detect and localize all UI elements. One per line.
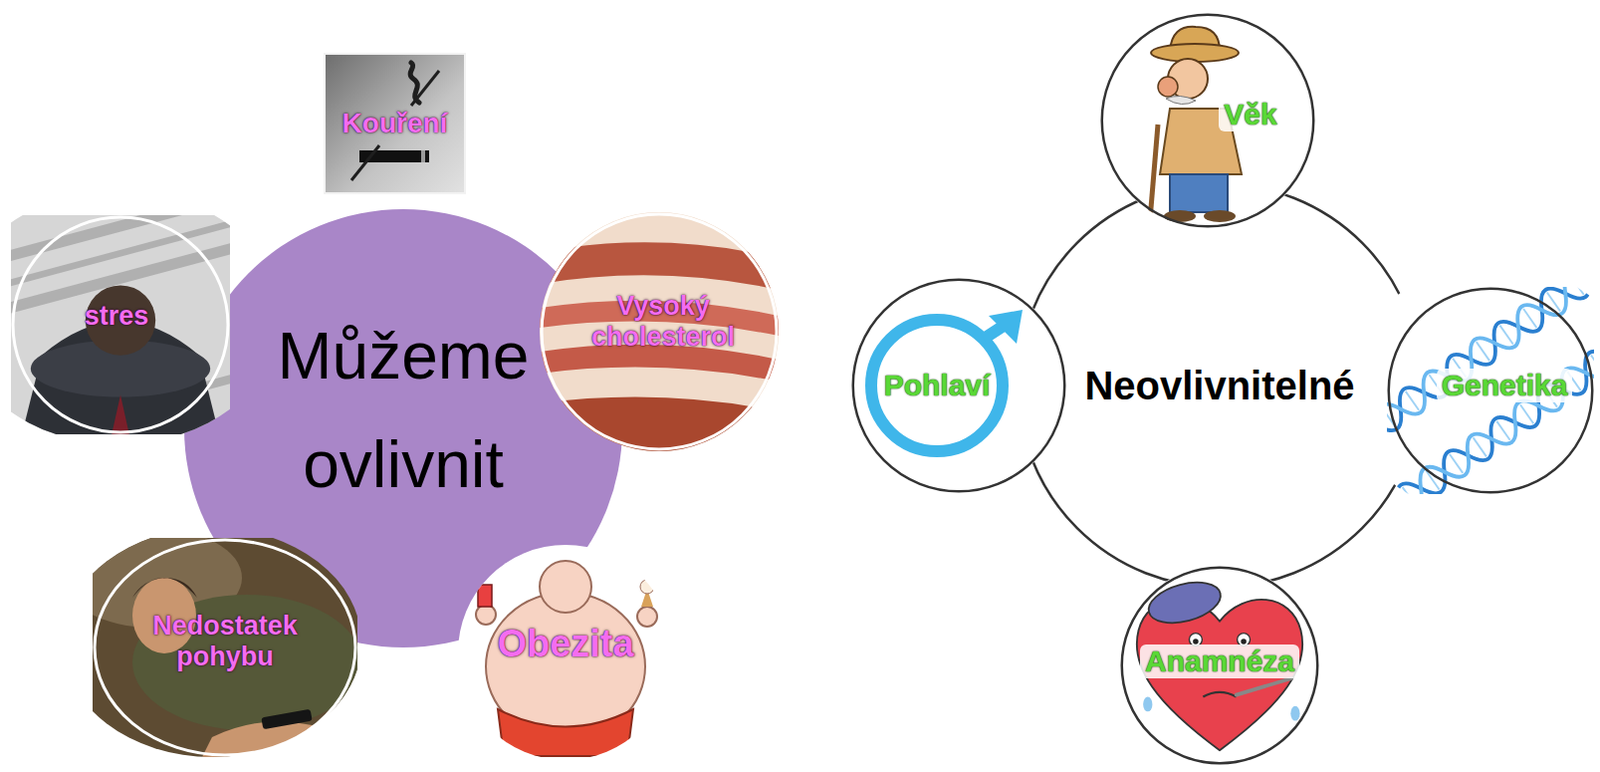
factor-illustration (62, 527, 362, 757)
inactivity-circle: Nedostatek pohybu (92, 537, 358, 757)
stress-circle: stres (10, 215, 230, 435)
cholesterol-circle: Vysoký cholesterol (539, 212, 779, 452)
factor-illustration (324, 53, 465, 194)
factor-illustration (539, 212, 779, 452)
factor-illustration (457, 544, 674, 760)
factor-label: Pohlaví (879, 368, 996, 404)
circle-shape (1018, 184, 1422, 588)
factor-illustration (1345, 264, 1600, 516)
genetics-circle: Genetika (1386, 286, 1595, 494)
factor-label: Kouření (342, 107, 449, 140)
factor-label: Genetika (1436, 368, 1574, 404)
circle-border (94, 539, 356, 755)
factor-illustration (1100, 12, 1316, 229)
obesity-circle: Obezita (457, 544, 674, 760)
circle-border (1102, 14, 1315, 228)
circle-border (853, 279, 1066, 492)
circle-border (1388, 288, 1594, 493)
age-circle: Věk (1100, 12, 1316, 229)
fixed-hub-circle: Neovlivnitelné (1015, 181, 1424, 590)
node-outline (1100, 12, 1316, 229)
factor-illustration (1120, 565, 1320, 765)
factor-label: Nedostatek pohybu (138, 610, 313, 673)
sex-circle: Pohlaví (851, 277, 1067, 493)
factor-label: stres (84, 300, 150, 332)
circle-border (1122, 567, 1319, 764)
smoking-tile: Kouření (323, 52, 466, 195)
factor-illustration (851, 277, 1067, 493)
factor-label: Obezita (496, 622, 634, 667)
group-title: Můžeme ovlivnit (248, 301, 558, 519)
factor-illustration (0, 190, 280, 445)
group-title: Neovlivnitelné (1084, 362, 1355, 409)
factor-label: Vysoký cholesterol (576, 290, 751, 353)
circle-border (12, 217, 229, 433)
factor-label: Věk (1218, 97, 1282, 133)
factor-label: Anamnéza (1140, 644, 1300, 680)
circle-border (541, 214, 777, 450)
history-circle: Anamnéza (1120, 565, 1320, 765)
